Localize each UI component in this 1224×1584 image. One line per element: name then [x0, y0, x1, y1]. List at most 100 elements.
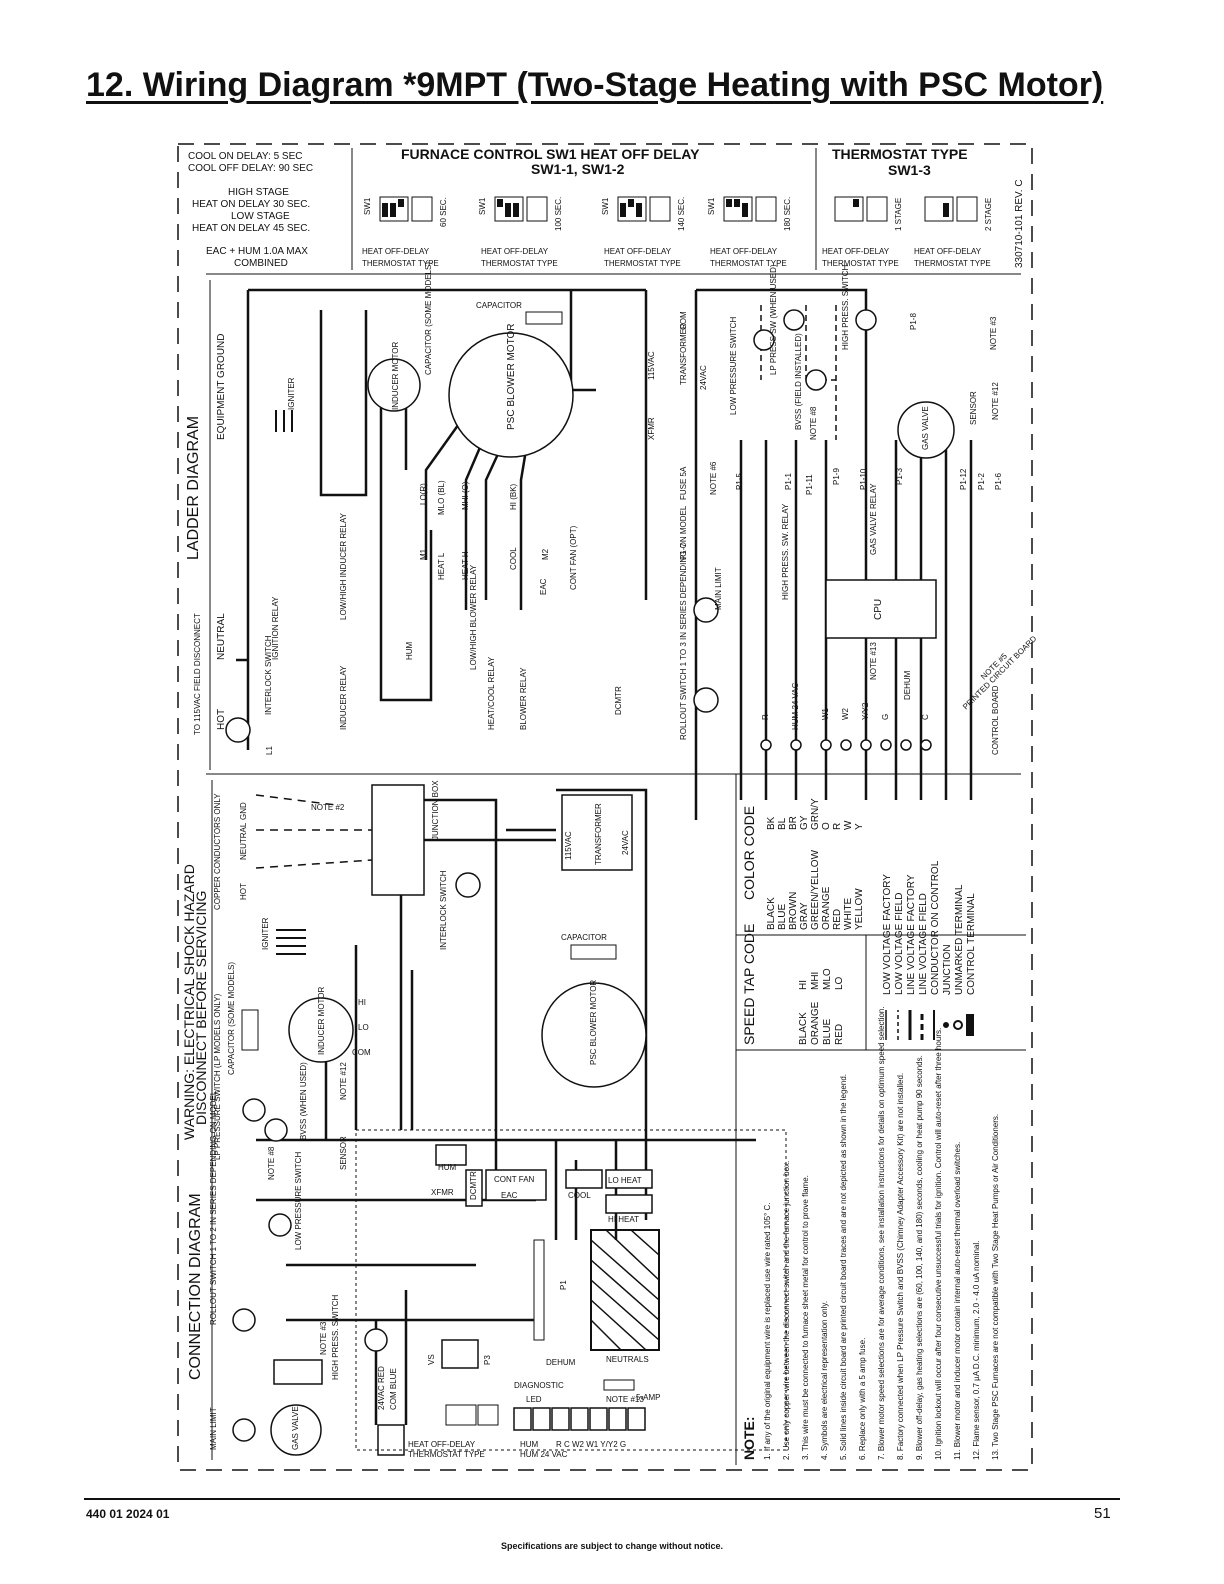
- color-code-title: COLOR CODE: [741, 806, 757, 900]
- diagram-label: EAC: [501, 1191, 518, 1200]
- color-code-name: ORANGE: [821, 886, 832, 930]
- diagram-label: HEAT H: [461, 551, 470, 580]
- diagram-label: VS: [427, 1354, 436, 1365]
- diagram-g: [276, 929, 306, 955]
- diagram-circle: [225, 717, 251, 743]
- diagram-label: HUM 24 VAC: [520, 1450, 568, 1459]
- diagram-label: 115VAC: [647, 351, 656, 380]
- diagram-label: NOTE #6: [709, 461, 718, 495]
- note-item: 13. Two Stage PSC Furnaces are not compa…: [991, 1114, 1000, 1460]
- diagram-label: IGNITION RELAY: [271, 596, 280, 660]
- diagram-circle: [242, 1098, 266, 1122]
- diagram-label: ROLLOUT SWITCH 1 TO 3 IN SERIES DEPENDIN…: [679, 505, 688, 740]
- diagram-g: P1-5 P1-1 P1-11 P1-9 P1-10 P1-3 P1-12 P1…: [735, 313, 1003, 495]
- furnace-control-title: FURNACE CONTROL SW1 HEAT OFF DELAY: [401, 146, 700, 162]
- diagram-rect: [617, 196, 647, 222]
- color-code-abbr: BK: [766, 816, 777, 830]
- diagram-rect: [505, 203, 511, 217]
- diagram-label: C: [921, 714, 930, 720]
- diagram-rect: [605, 1194, 653, 1214]
- dip-60: SW1 60 SEC.: [363, 196, 448, 227]
- diagram-rect: [853, 199, 859, 207]
- diagram-g: [255, 794, 373, 869]
- thermostat-type: THERMOSTAT TYPE SW1-3 1 STAGE 2 STAGE HE…: [822, 146, 1025, 268]
- speed-tap-speed: MLO: [822, 968, 833, 990]
- diagram-path: [805, 305, 836, 381]
- note-item: 2. Use only copper wire between the disc…: [782, 1161, 791, 1460]
- delay-180: 180 SEC.: [783, 197, 792, 231]
- diagram-label: NOTE #2: [311, 803, 345, 812]
- diagram-rect: [608, 1407, 627, 1431]
- diagram-path: [556, 788, 648, 1220]
- diagram-label: P1-3: [895, 468, 904, 485]
- diagram-label: HEAT OFF-DELAY: [362, 247, 430, 256]
- control-board-connection: [355, 1129, 787, 1451]
- diagram-circle: [693, 687, 719, 713]
- diagram-label: HUM: [405, 641, 414, 660]
- diagram-rect: [943, 203, 949, 217]
- diagram-label: HEAT OFF-DELAY: [408, 1440, 476, 1449]
- diagram-label: PSC BLOWER MOTOR: [506, 324, 517, 431]
- diagram-label: THERMOSTAT TYPE: [408, 1450, 485, 1459]
- color-code-name: RED: [832, 909, 843, 930]
- transformer-box: [561, 794, 633, 871]
- heat-on-high: HEAT ON DELAY 30 SEC.: [192, 199, 310, 210]
- diagram-rect: [570, 944, 617, 960]
- diagram-label: 5-AMP: [636, 1393, 660, 1402]
- diagram-label: R: [761, 714, 770, 720]
- diagram-label: P1: [559, 1280, 568, 1290]
- diagram-label: P1-1: [784, 473, 793, 490]
- diagram-rect: [441, 1339, 479, 1369]
- diagram-label: BLOWER RELAY: [519, 667, 528, 730]
- diagram-label: HUM: [520, 1440, 539, 1449]
- diagram-circle: [953, 1020, 963, 1030]
- diagram-label: LP PRESSURE SWITCH (LP MODELS ONLY): [213, 993, 222, 1160]
- diagram-label: BVSS (FIELD INSTALLED): [794, 333, 803, 430]
- diagram-label: LOW PRESSURE SWITCH: [294, 1152, 303, 1250]
- diagram-rect: [605, 1169, 653, 1189]
- delay-140: 140 SEC.: [677, 197, 686, 231]
- diagram-label: INTERLOCK SWITCH: [264, 635, 273, 715]
- note-item: 11. Blower motor and inducer motor conta…: [953, 1142, 962, 1460]
- diagram-label: NOTE #13: [869, 642, 878, 680]
- diagram-rect: [734, 199, 740, 207]
- diagram-label: 24VAC: [621, 830, 630, 855]
- diagram-path: [275, 410, 293, 432]
- diagram-rect: [726, 199, 732, 207]
- diagram-rect: [477, 1404, 499, 1426]
- diagram-label: R C W2 W1 Y/Y2 G: [556, 1440, 626, 1449]
- speed-tap-speed: HI: [798, 980, 809, 990]
- diagram-label: LOW/HIGH INDUCER RELAY: [339, 512, 348, 620]
- high-stage-label: HIGH STAGE: [228, 187, 289, 198]
- diagram-circle: [900, 739, 912, 751]
- diagram-label: CAPACITOR (SOME MODELS): [424, 262, 433, 375]
- diagram-label: DEHUM: [546, 1358, 576, 1367]
- diagram-rect: [755, 196, 777, 222]
- psc-blower-motor-symbol: [448, 332, 574, 458]
- color-code-abbr: O: [821, 822, 832, 830]
- speed-tap-code: SPEED TAP CODE BLACKHIORANGEMHIBLUEMLORE…: [741, 924, 845, 1045]
- diagram-g: 1. If any of the original equipment wire…: [763, 1006, 1000, 1460]
- wiring-diagram: COOL ON DELAY: 5 SEC COOL OFF DELAY: 90 …: [177, 143, 1036, 1471]
- psc-blower-motor-connection: [541, 982, 647, 1088]
- diagram-rect: [589, 1407, 608, 1431]
- diagram-line: [590, 1299, 647, 1351]
- footer-note: Specifications are subject to change wit…: [500, 1541, 724, 1551]
- diagram-circle: [805, 369, 827, 391]
- gas-valve-symbol: [897, 401, 955, 459]
- color-code-abbr: Y: [854, 823, 865, 830]
- diagram-label: HEAT OFF-DELAY: [481, 247, 549, 256]
- cpu-block: [825, 579, 937, 639]
- diagram-circle: [920, 739, 932, 751]
- diagram-g: 1 STAGE: [834, 196, 903, 231]
- diagram-circle: [693, 597, 719, 623]
- speed-tap-color: BLUE: [822, 1019, 833, 1045]
- color-code-table: COLOR CODE BLACKBKBLUEBLBROWNBRGRAYGYGRE…: [741, 798, 865, 930]
- diagram-label: THERMOSTAT TYPE: [710, 259, 787, 268]
- legend-item: LOW VOLTAGE FACTORY: [882, 874, 893, 995]
- diagram-rect: [551, 1407, 570, 1431]
- diagram-label: THERMOSTAT TYPE: [914, 259, 991, 268]
- diagram-rect: [379, 196, 409, 222]
- diagram-label: GAS VALVE: [921, 406, 930, 450]
- diagram-rect: [649, 196, 671, 222]
